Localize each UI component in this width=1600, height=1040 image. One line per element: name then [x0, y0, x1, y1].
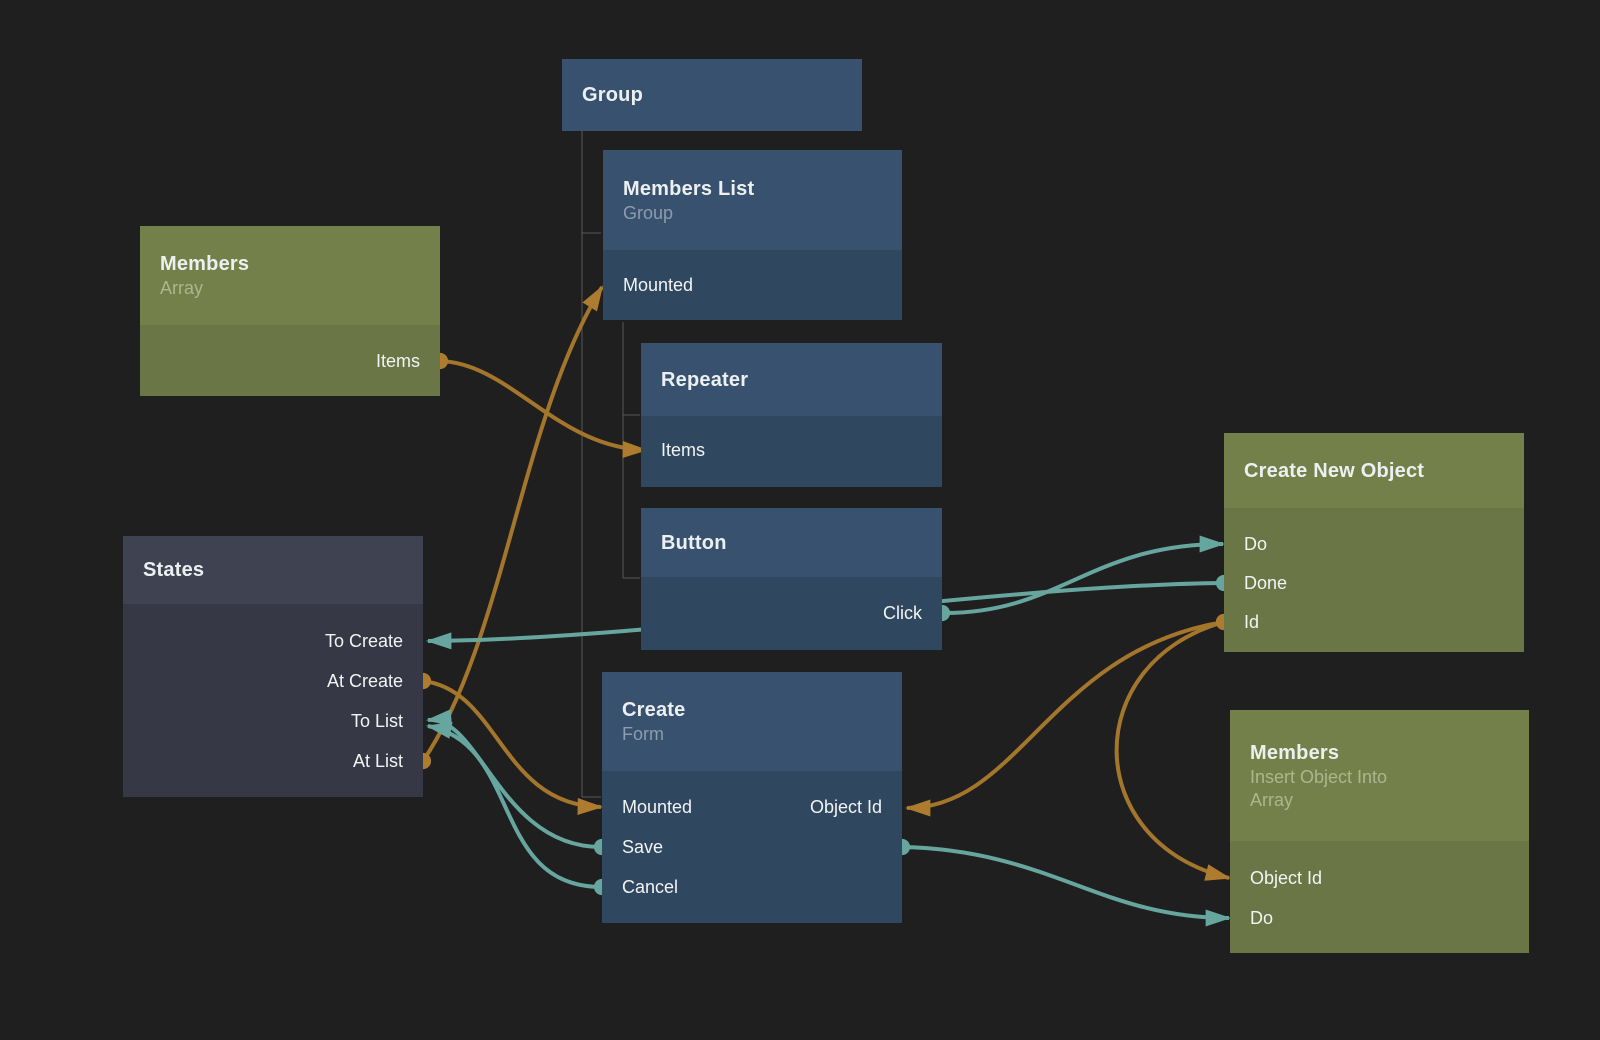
- connection-cancel-to-to-list[interactable]: [425, 722, 611, 896]
- node-title: Button: [661, 531, 727, 554]
- node-title: States: [143, 559, 205, 581]
- node-title: Create New Object: [1244, 459, 1425, 482]
- port-members-insert-do-in[interactable]: Do: [1250, 908, 1274, 928]
- node-subtitle: Group: [623, 202, 674, 223]
- node-header[interactable]: Repeater: [641, 343, 942, 416]
- node-title: Members: [160, 253, 250, 275]
- connection-id-to-create-object-id[interactable]: [904, 613, 1233, 817]
- node-title: Repeater: [661, 368, 749, 391]
- port-states-to-create-in[interactable]: To Create: [324, 631, 403, 651]
- node-header[interactable]: Button: [641, 508, 942, 577]
- port-members-array-items-out[interactable]: Items: [375, 351, 420, 371]
- port-states-to-list-in[interactable]: To List: [350, 711, 403, 731]
- node-header[interactable]: Create New Object: [1224, 433, 1524, 508]
- port-states-at-create-out[interactable]: At Create: [326, 671, 403, 691]
- port-states-at-list-out[interactable]: At List: [352, 751, 403, 771]
- connection-at-list-to-members-list-mounted[interactable]: [414, 285, 604, 770]
- port-repeater-items-in[interactable]: Items: [661, 440, 706, 460]
- node-title: Members List: [623, 177, 755, 200]
- node-title: Group: [582, 84, 643, 106]
- port-create-new-object-done-out[interactable]: Done: [1244, 573, 1288, 593]
- port-create-new-object-id-out[interactable]: Id: [1244, 612, 1260, 632]
- port-create-object-id-in[interactable]: Object Id: [809, 797, 882, 817]
- node-header[interactable]: Group: [562, 59, 862, 131]
- port-members-insert-object-id-in[interactable]: Object Id: [1250, 868, 1323, 888]
- port-button-click-out[interactable]: Click: [883, 603, 922, 623]
- node-subtitle: Array: [160, 278, 204, 298]
- connection-save-to-members-do[interactable]: [893, 838, 1232, 927]
- node-subtitle: Insert Object Into Array: [1250, 766, 1388, 810]
- node-title: Members: [1250, 741, 1340, 764]
- port-create-new-object-do-in[interactable]: Do: [1244, 534, 1268, 554]
- port-create-cancel-out[interactable]: Cancel: [622, 877, 679, 897]
- port-create-save-out[interactable]: Save: [622, 837, 664, 857]
- node-title: Create: [622, 699, 686, 721]
- port-members-list-mounted-in[interactable]: Mounted: [623, 275, 694, 295]
- node-group[interactable]: Group: [562, 59, 862, 131]
- port-create-mounted-in[interactable]: Mounted: [622, 797, 693, 817]
- node-states[interactable]: States To Create At Create To List At List: [123, 536, 423, 797]
- node-header[interactable]: States: [123, 536, 423, 604]
- node-subtitle: Form: [622, 724, 664, 744]
